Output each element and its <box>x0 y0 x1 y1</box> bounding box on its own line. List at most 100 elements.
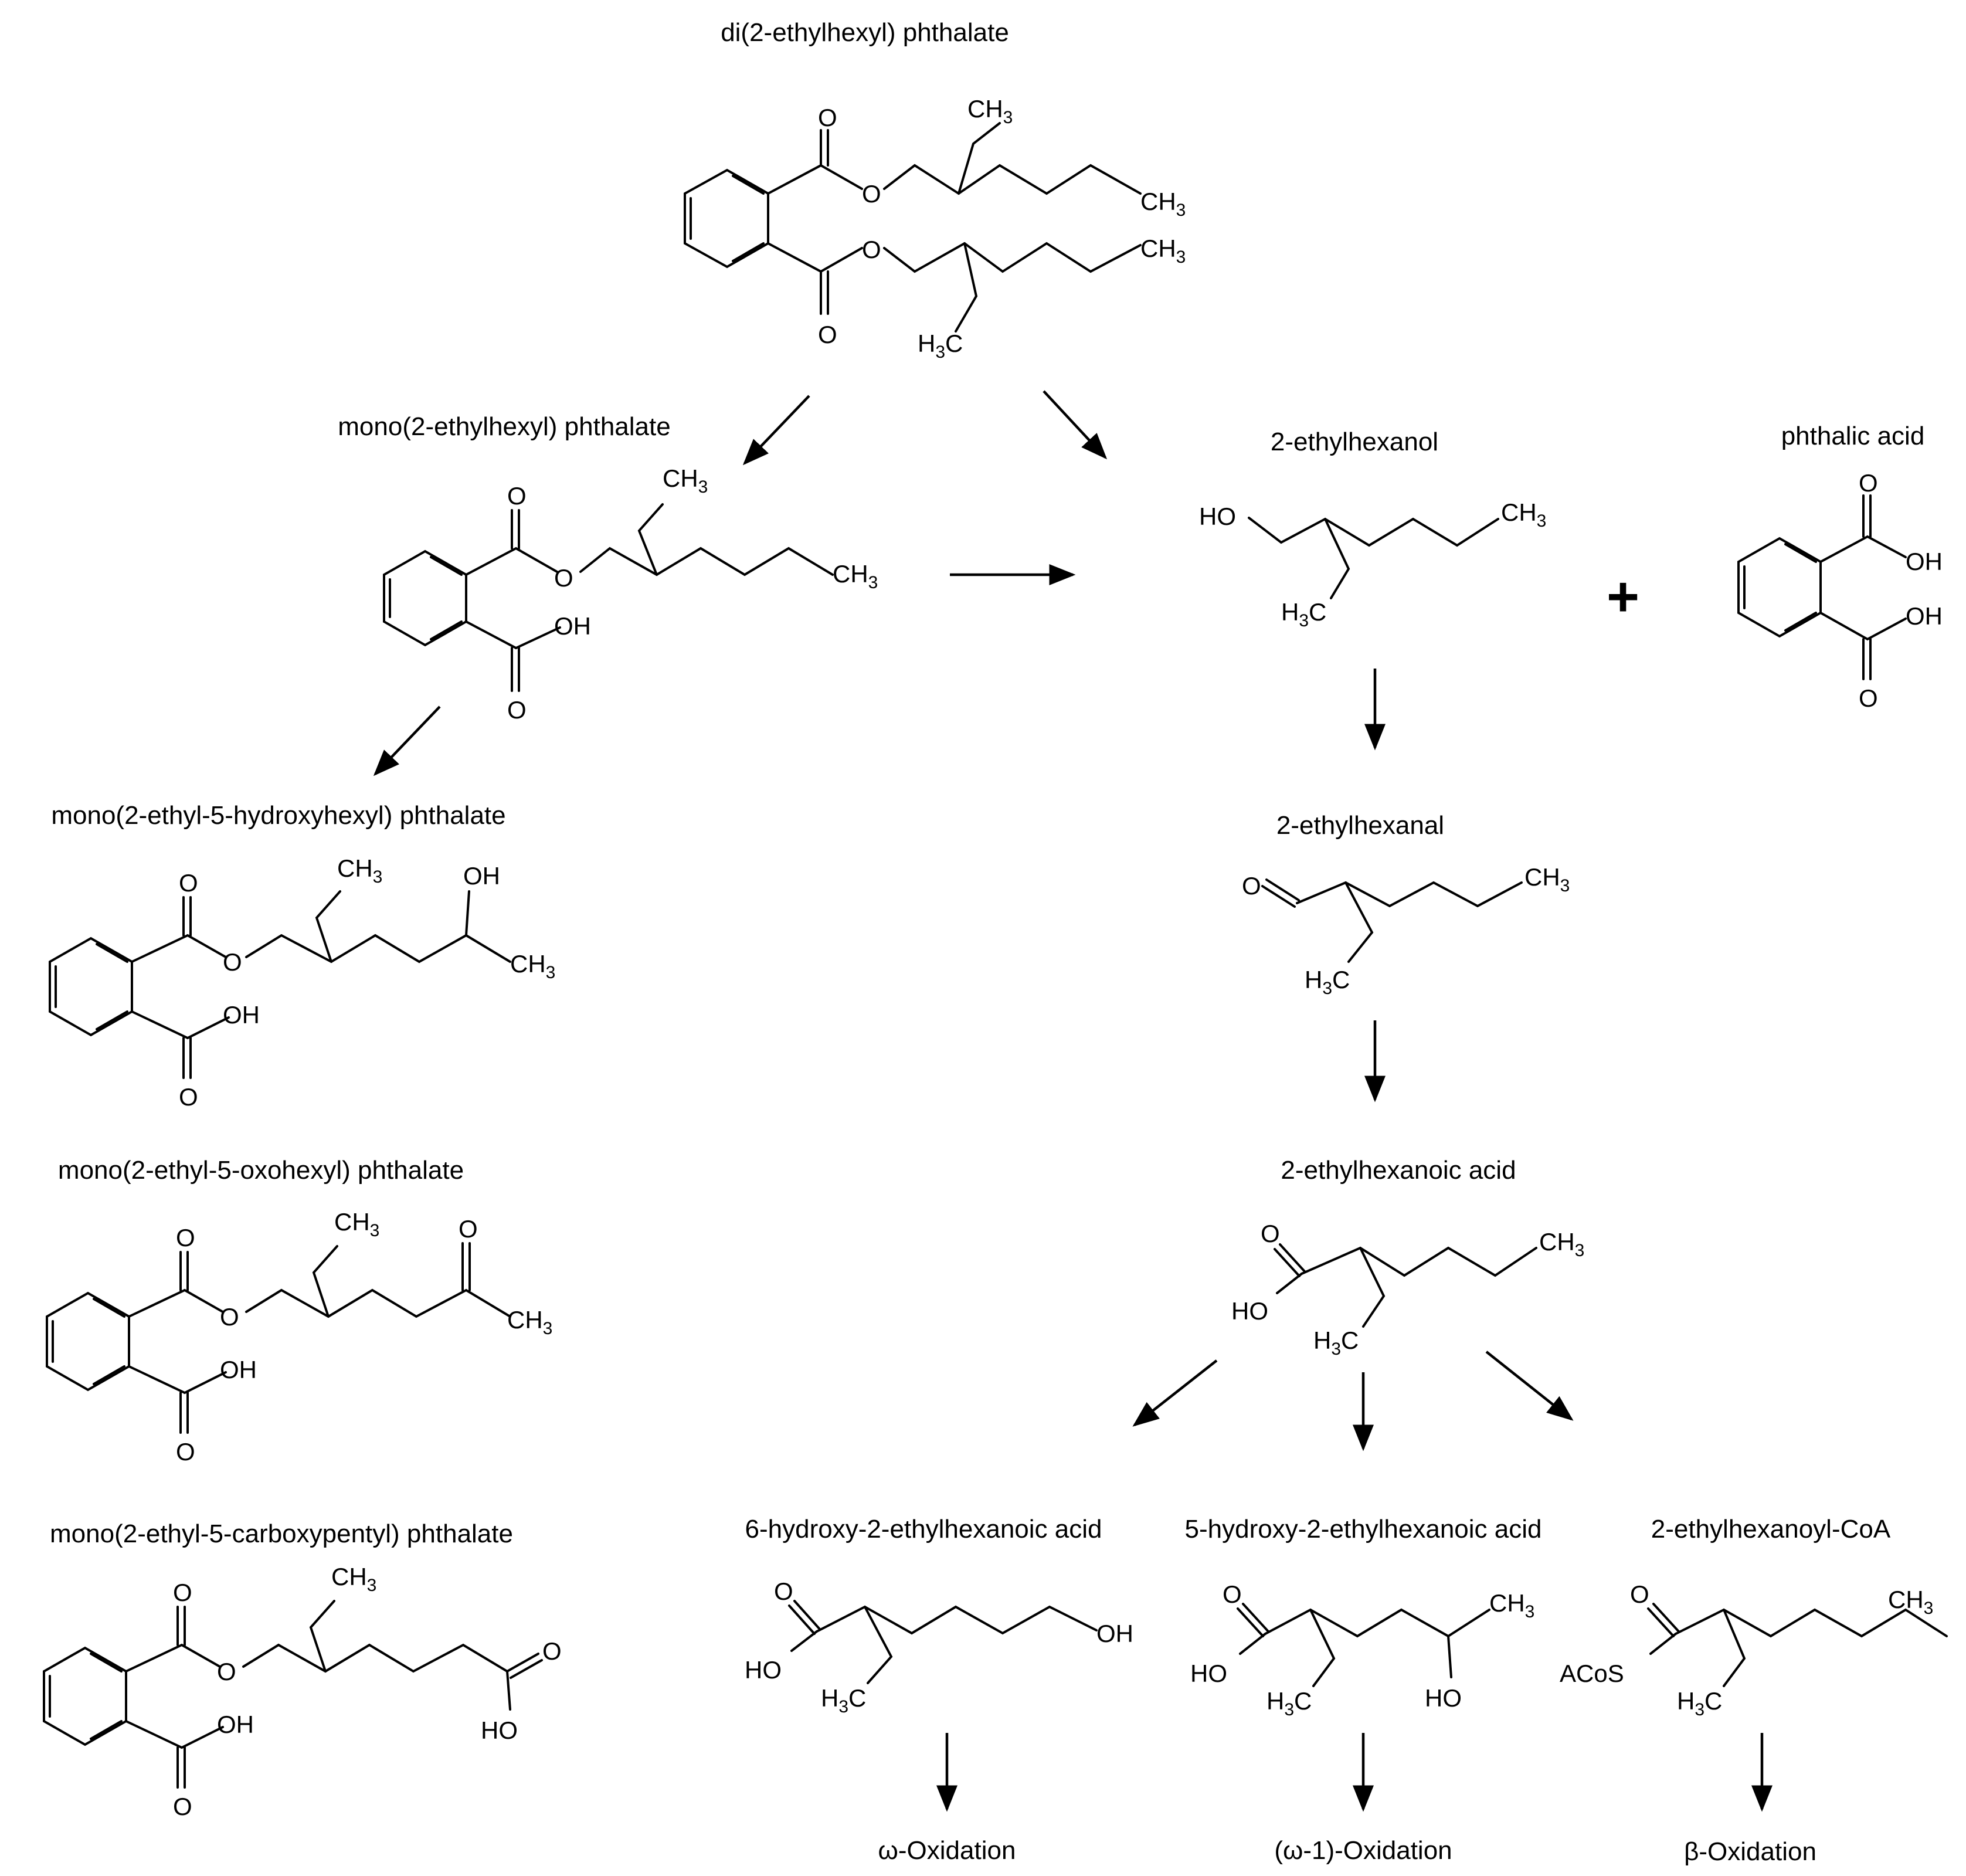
mecpp-o3: O <box>173 1793 192 1820</box>
arrow-eha-to-coa <box>1485 1351 1574 1421</box>
mehp-title: mono(2-ethylhexyl) phthalate <box>338 412 670 441</box>
ehal-h3c: H3C <box>1305 966 1350 998</box>
coa-ch3: CH3 <box>1888 1586 1933 1618</box>
dehp-ch3-b: CH3 <box>1140 188 1186 220</box>
meohp-ch3-a: CH3 <box>334 1208 379 1240</box>
meohp-title: mono(2-ethyl-5-oxohexyl) phthalate <box>58 1156 464 1185</box>
mecpp-o1: O <box>173 1579 192 1606</box>
eha-title: 2-ethylhexanoic acid <box>1281 1156 1516 1185</box>
meohp-structure <box>46 1242 511 1434</box>
eh-h3c: H3C <box>1281 598 1326 630</box>
h5-ho: HO <box>1190 1660 1227 1687</box>
mehp-o1: O <box>507 482 527 510</box>
dehp-title: di(2-ethylhexyl) phthalate <box>721 18 1009 47</box>
h6-title: 6-hydroxy-2-ethylhexanoic acid <box>745 1515 1102 1543</box>
h6-o: O <box>774 1578 793 1605</box>
pa-oh1: OH <box>1906 548 1943 575</box>
meohp-o2: O <box>220 1303 239 1331</box>
coa-title: 2-ethylhexanoyl-CoA <box>1651 1515 1891 1543</box>
mehp-ch3-b: CH3 <box>833 560 878 592</box>
eha-structure <box>1274 1243 1537 1328</box>
ehal-o: O <box>1242 872 1261 900</box>
ehal-atom-labels: O CH3 H3C <box>1242 863 1570 998</box>
coa-h3c: H3C <box>1677 1687 1722 1719</box>
h5-structure <box>1237 1603 1490 1687</box>
meohp-ch3-b: CH3 <box>507 1306 552 1338</box>
coa-structure <box>1647 1603 1948 1687</box>
arrow-dehp-to-eh <box>1043 390 1108 460</box>
h6-structure <box>788 1600 1098 1684</box>
eha-ch3: CH3 <box>1539 1228 1584 1260</box>
h5-ch3: CH3 <box>1489 1589 1534 1621</box>
eha-ho: HO <box>1231 1297 1268 1325</box>
coa-acos: ACoS <box>1560 1660 1624 1687</box>
mehhp-o3: O <box>179 1083 198 1111</box>
mecpp-o2: O <box>217 1658 236 1685</box>
pa-structure <box>1737 494 1907 680</box>
omega-oxidation-label: ω-Oxidation <box>878 1836 1016 1865</box>
arrow-mehp-to-mehhp <box>373 705 441 776</box>
mecpp-o-carboxyl: O <box>542 1637 562 1665</box>
mecpp-ho: HO <box>481 1716 518 1744</box>
mehhp-atom-labels: O O OH O CH3 OH CH3 <box>179 854 555 1111</box>
mehhp-o2: O <box>223 948 242 976</box>
h6-ho: HO <box>745 1656 782 1684</box>
dehp-o2: O <box>862 180 881 208</box>
dehp-ch3-c: CH3 <box>1140 235 1186 267</box>
mehp-o2: O <box>554 564 573 592</box>
omega1-oxidation-label: (ω-1)-Oxidation <box>1274 1836 1452 1865</box>
eh-title: 2-ethylhexanol <box>1271 428 1438 456</box>
ehal-ch3: CH3 <box>1524 863 1570 895</box>
pa-oh2: OH <box>1906 602 1943 630</box>
pa-o2: O <box>1859 684 1878 712</box>
h5-h3c: H3C <box>1266 1687 1312 1719</box>
arrow-dehp-to-mehp <box>742 395 810 466</box>
mehp-oh: OH <box>554 612 591 640</box>
dehp-o3: O <box>862 236 881 263</box>
dehp-ch3-a: CH3 <box>967 95 1013 127</box>
pa-atom-labels: O OH OH O <box>1859 469 1943 712</box>
mehhp-oh: OH <box>463 862 500 890</box>
mecpp-atom-labels: O O OH O CH3 O HO <box>173 1563 562 1820</box>
ehal-structure <box>1261 878 1523 963</box>
mehhp-ch3-a: CH3 <box>337 854 382 887</box>
h5-atom-labels: O HO CH3 H3C HO <box>1190 1580 1534 1719</box>
eha-h3c: H3C <box>1313 1327 1359 1359</box>
dehp-o4: O <box>818 321 837 348</box>
eha-o: O <box>1261 1220 1280 1247</box>
meohp-oh: OH <box>220 1356 257 1383</box>
mecpp-ch3: CH3 <box>331 1563 376 1595</box>
dehp-h3c: H3C <box>918 330 963 362</box>
mecpp-oh: OH <box>217 1711 254 1738</box>
mehp-atom-labels: O O OH O CH3 CH3 <box>507 464 878 724</box>
h5-o: O <box>1223 1580 1242 1608</box>
h5-title: 5-hydroxy-2-ethylhexanoic acid <box>1185 1515 1542 1543</box>
dehp-atom-labels: O O O O CH3 CH3 CH3 H3C <box>818 95 1186 362</box>
dehp-o1: O <box>818 104 837 131</box>
beta-oxidation-label: β-Oxidation <box>1684 1837 1816 1866</box>
mehhp-title: mono(2-ethyl-5-hydroxyhexyl) phthalate <box>51 801 505 830</box>
ehal-title: 2-ethylhexanal <box>1276 811 1444 840</box>
meohp-atom-labels: O O OH O CH3 O CH3 <box>176 1208 552 1465</box>
mehp-structure <box>383 503 834 692</box>
mehhp-structure <box>49 890 511 1079</box>
arrow-eha-to-h6 <box>1132 1359 1218 1427</box>
pa-title: phthalic acid <box>1781 422 1925 450</box>
mehp-ch3-a: CH3 <box>663 464 708 497</box>
meohp-o-keto: O <box>459 1215 478 1243</box>
plus-sign: + <box>1607 565 1639 628</box>
eh-ho: HO <box>1199 503 1236 530</box>
pa-o1: O <box>1859 469 1878 497</box>
eha-atom-labels: O HO CH3 H3C <box>1231 1220 1584 1359</box>
h6-oh: OH <box>1096 1620 1133 1647</box>
mehp-o3: O <box>507 696 527 724</box>
h6-atom-labels: O HO OH H3C <box>745 1578 1133 1716</box>
eh-structure <box>1248 517 1499 599</box>
eh-atom-labels: HO CH3 H3C <box>1199 498 1546 630</box>
eh-ch3: CH3 <box>1501 498 1546 531</box>
h5-ho-secondary: HO <box>1425 1684 1462 1712</box>
mehhp-o1: O <box>179 869 198 897</box>
meohp-o3: O <box>176 1438 195 1465</box>
mecpp-structure <box>43 1600 543 1789</box>
